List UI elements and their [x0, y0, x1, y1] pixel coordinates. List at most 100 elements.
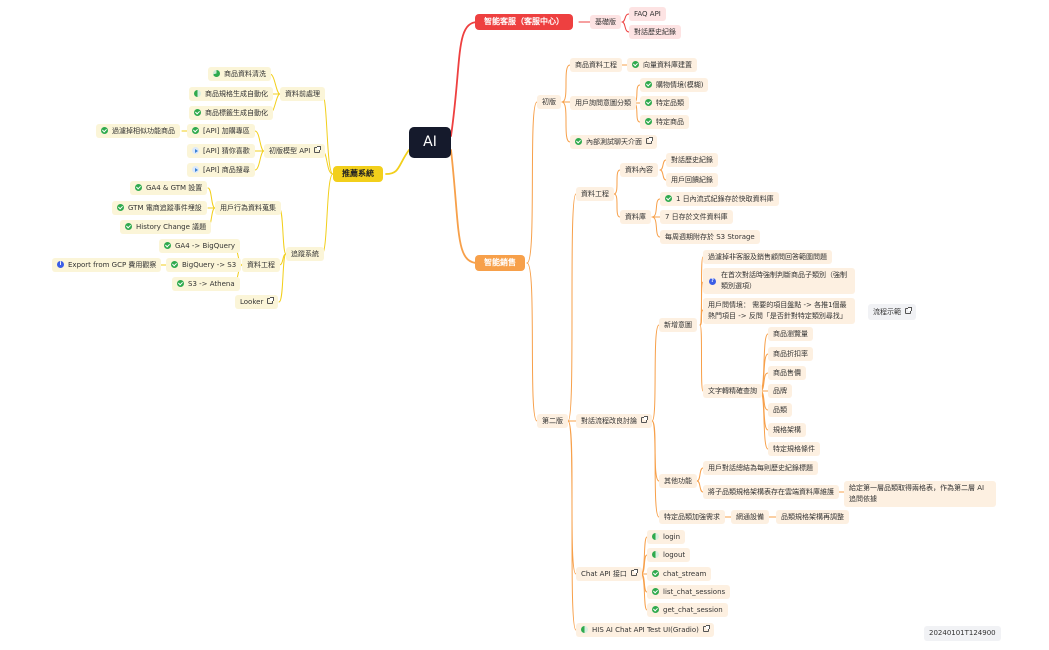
- branch-smart-sales[interactable]: 智能銷售: [475, 255, 525, 271]
- node-other-note[interactable]: 給定第一層品類取得兩格表，作為第二層 AI 追問依據: [844, 481, 996, 507]
- node-content-item-1[interactable]: 對話歷史紀錄: [666, 153, 718, 167]
- node-vector-db[interactable]: 向量資料庫建置: [627, 58, 697, 72]
- node-v2[interactable]: 第二版: [537, 414, 568, 428]
- node-new-intent-item-2[interactable]: 在首次對話時強制判斷商品子類別（強制類別選項）: [703, 268, 855, 294]
- node-preprocess-item-3[interactable]: 商品標籤生成自動化: [189, 106, 273, 120]
- node-internal-test-ui[interactable]: 內部測試聊天介面: [570, 135, 657, 149]
- node-network-device[interactable]: 網通設備: [731, 510, 769, 524]
- node-other-features[interactable]: 其他功能: [659, 474, 697, 488]
- node-flow-demo[interactable]: 流程示範: [868, 304, 916, 320]
- node-api-search[interactable]: [API] 商品搜尋: [187, 163, 255, 177]
- node-new-intent-item-1[interactable]: 過濾掉非客服及銷售顧問回答範圍問題: [703, 250, 832, 264]
- node-new-intent[interactable]: 新增意圖: [659, 318, 697, 332]
- node-basic-version[interactable]: 基礎版: [590, 15, 621, 29]
- check-icon: [665, 195, 672, 202]
- node-preprocess[interactable]: 資料前處理: [280, 87, 325, 101]
- node-collect-item-1[interactable]: GA4 & GTM 設置: [130, 181, 208, 195]
- node-test-ui[interactable]: HIS AI Chat API Test UI(Gradio): [576, 623, 714, 637]
- node-query-item-3[interactable]: 商品售價: [768, 366, 806, 380]
- node-flow-discussion[interactable]: 對話流程改良討論: [576, 414, 652, 428]
- node-db-item-2[interactable]: 7 日存於文件資料庫: [660, 210, 733, 224]
- node-special-category[interactable]: 特定品類加強需求: [659, 510, 725, 524]
- external-link-icon[interactable]: [905, 307, 912, 314]
- external-link-icon[interactable]: [702, 625, 710, 632]
- node-text-to-query[interactable]: 文字轉精確查詢: [703, 384, 762, 398]
- node-filter-similar[interactable]: 過濾掉相似功能商品: [96, 124, 180, 138]
- node-tracking-system[interactable]: 追蹤系統: [286, 247, 324, 261]
- node-other-item-1[interactable]: 用戶對話總結為每則歷史紀錄標題: [703, 461, 818, 475]
- node-db-item-1[interactable]: 1 日內流式紀錄存於快取資料庫: [660, 192, 779, 206]
- node-tracking-data-eng[interactable]: 資料工程: [242, 258, 280, 272]
- node-query-item-2[interactable]: 商品折扣率: [768, 347, 813, 361]
- node-preprocess-item-1[interactable]: 商品資料清洗: [208, 67, 271, 81]
- node-chat-history[interactable]: 對話歷史紀錄: [629, 25, 681, 39]
- node-initial-model-api[interactable]: 初版模型 API: [264, 144, 326, 158]
- node-db-item-3[interactable]: 每周週期附存於 S3 Storage: [660, 230, 760, 244]
- node-api-addon[interactable]: [API] 加購專區: [187, 124, 255, 138]
- check-icon: [645, 99, 652, 106]
- check-icon: [645, 118, 652, 125]
- node-query-item-7[interactable]: 特定規格條件: [768, 442, 820, 456]
- check-icon: [125, 223, 132, 230]
- play-icon: [192, 147, 199, 154]
- progress-half-icon: [581, 626, 588, 633]
- node-data-content[interactable]: 資料內容: [620, 163, 658, 177]
- external-link-icon[interactable]: [314, 146, 322, 153]
- node-intent-item-3[interactable]: 特定商品: [640, 115, 689, 129]
- node-database[interactable]: 資料庫: [620, 210, 651, 224]
- branch-recommend-system[interactable]: 推薦系統: [333, 166, 383, 182]
- node-v1[interactable]: 初版: [537, 95, 561, 109]
- branch-smart-service[interactable]: 智能客服（客服中心）: [475, 14, 573, 30]
- node-other-item-2[interactable]: 將子品類規格架構表存在雲端資料庫維護: [703, 485, 839, 499]
- check-icon: [652, 606, 659, 613]
- node-data-eng[interactable]: 資料工程: [576, 187, 614, 201]
- node-query-item-6[interactable]: 規格架構: [768, 423, 806, 437]
- check-icon: [652, 588, 659, 595]
- node-api-logout[interactable]: logout: [647, 548, 691, 562]
- check-icon: [645, 81, 652, 88]
- check-icon: [101, 127, 108, 134]
- node-preprocess-item-2[interactable]: 商品規格生成自動化: [189, 87, 273, 101]
- node-query-item-5[interactable]: 品類: [768, 403, 792, 417]
- external-link-icon[interactable]: [641, 416, 648, 423]
- check-icon: [171, 261, 178, 268]
- node-eng-item-1[interactable]: GA4 -> BigQuery: [159, 239, 240, 253]
- node-api-you-may-like[interactable]: [API] 猜你喜歡: [187, 144, 255, 158]
- node-api-list-sessions[interactable]: list_chat_sessions: [647, 585, 731, 599]
- node-behavior-collect[interactable]: 用戶行為資料蒐集: [215, 201, 281, 215]
- check-icon: [164, 242, 171, 249]
- node-intent-classify[interactable]: 用戶詢問意圖分類: [570, 96, 636, 110]
- progress-half-icon: [652, 551, 659, 558]
- timestamp-badge: 20240101T124900: [924, 626, 1001, 641]
- node-collect-item-3[interactable]: History Change 議題: [120, 220, 212, 234]
- node-looker[interactable]: Looker: [235, 295, 279, 309]
- node-query-item-1[interactable]: 商品瀏覽量: [768, 327, 813, 341]
- check-icon: [192, 127, 199, 134]
- check-icon: [194, 109, 201, 116]
- node-chat-api[interactable]: Chat API 接口: [576, 567, 642, 581]
- progress-half-icon: [652, 533, 659, 540]
- node-new-intent-item-3[interactable]: 用戶問情境： 需要的項目盤點 -> 各推1個最熱門項目 -> 反問「是否針對特定…: [703, 298, 855, 324]
- node-api-get-session[interactable]: get_chat_session: [647, 603, 728, 617]
- node-content-item-2[interactable]: 用戶回饋紀錄: [666, 173, 718, 187]
- node-eng-item-2[interactable]: BigQuery -> S3: [166, 258, 242, 272]
- check-icon: [117, 204, 124, 211]
- node-eng-item-3[interactable]: S3 -> Athena: [172, 277, 240, 291]
- node-spec-adjust[interactable]: 品類規格架構再調整: [776, 510, 849, 524]
- node-intent-item-2[interactable]: 特定品類: [640, 96, 689, 110]
- root-node[interactable]: AI: [409, 127, 451, 158]
- node-api-login[interactable]: login: [647, 530, 686, 544]
- external-link-icon[interactable]: [646, 137, 653, 144]
- node-api-chat-stream[interactable]: chat_stream: [647, 567, 712, 581]
- node-query-item-4[interactable]: 品牌: [768, 384, 792, 398]
- node-faq-api[interactable]: FAQ API: [629, 7, 666, 21]
- node-collect-item-2[interactable]: GTM 電商追蹤事件埋設: [112, 201, 207, 215]
- check-icon: [575, 138, 582, 145]
- progress-half-icon: [194, 90, 201, 97]
- node-export-gcp[interactable]: Export from GCP 費用觀察: [52, 258, 162, 272]
- node-product-data-eng[interactable]: 商品資料工程: [570, 58, 622, 72]
- node-intent-item-1[interactable]: 購物情境(模糊): [640, 78, 709, 92]
- external-link-icon[interactable]: [267, 297, 275, 304]
- external-link-icon[interactable]: [630, 569, 638, 576]
- check-icon: [135, 184, 142, 191]
